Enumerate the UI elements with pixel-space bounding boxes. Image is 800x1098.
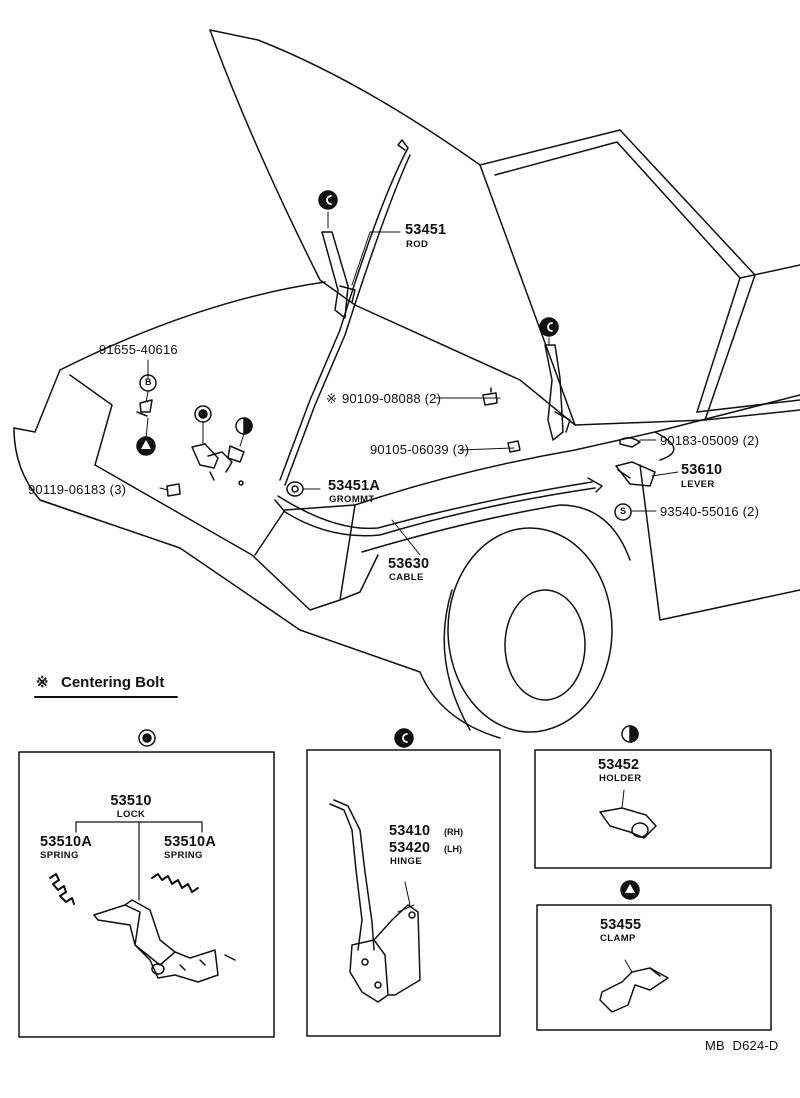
double-circle-icon bbox=[194, 405, 212, 423]
bolt-90119-part-number: 90119-06183 (3) bbox=[28, 482, 127, 497]
lock-drawing bbox=[75, 821, 236, 983]
holder-drawing bbox=[599, 789, 657, 839]
holder-part-name: HOLDER bbox=[599, 773, 642, 784]
c-circle-icon bbox=[539, 317, 559, 337]
bolt-91655-part-number: 91655-40616 bbox=[99, 342, 178, 357]
grommet bbox=[286, 481, 304, 497]
spring-right-part-name: SPRING bbox=[164, 850, 203, 861]
double-circle-icon bbox=[138, 729, 156, 747]
bolt-90183-part-number: 90183-05009 (2) bbox=[660, 433, 760, 448]
spring-left bbox=[49, 873, 75, 905]
s-circle-letter: S bbox=[620, 506, 627, 516]
cable-part-number: 53630 bbox=[388, 556, 430, 572]
lock-part-number: 53510 bbox=[110, 793, 152, 809]
spring-right bbox=[151, 873, 199, 893]
hood-lock-on-car bbox=[191, 443, 245, 481]
hinge-lh-part-number: 53420 bbox=[389, 840, 431, 856]
b-circle-letter: B bbox=[145, 377, 152, 387]
triangle-circle-icon bbox=[136, 436, 156, 456]
hinge-rh-suffix: (RH) bbox=[444, 827, 463, 837]
spring-left-part-name: SPRING bbox=[40, 850, 79, 861]
grommet-part-name: GROMMT bbox=[329, 494, 375, 505]
hood-lever bbox=[615, 461, 656, 487]
s-circle-icon bbox=[614, 503, 632, 521]
holder-part-number: 53452 bbox=[598, 757, 640, 773]
hinge-rh-part-number: 53410 bbox=[389, 823, 431, 839]
bolt-90183 bbox=[619, 437, 641, 448]
grommet-part-number: 53451A bbox=[328, 478, 380, 494]
lever-part-name: LEVER bbox=[681, 479, 715, 490]
c-circle-icon bbox=[394, 728, 414, 748]
holder-panel-frame bbox=[534, 749, 772, 869]
clip-93540-part-number: 93540-55016 (2) bbox=[660, 504, 760, 519]
holder-on-car bbox=[238, 480, 244, 486]
half-filled-circle-icon bbox=[235, 417, 253, 435]
hood-hinge-left bbox=[321, 231, 356, 319]
hinge-part-name: HINGE bbox=[390, 856, 423, 867]
hood-rod-and-cable bbox=[274, 139, 603, 537]
diagram-code: MB D624-D bbox=[705, 1038, 779, 1053]
centering-symbol-marker: ※ bbox=[326, 391, 338, 406]
leader-lines bbox=[145, 211, 679, 556]
hinge-lh-suffix: (LH) bbox=[444, 844, 462, 854]
legend-symbol: ※ bbox=[36, 674, 49, 691]
bolt-91655 bbox=[136, 399, 153, 417]
hinge-panel-frame bbox=[306, 749, 501, 1037]
triangle-circle-icon bbox=[620, 880, 640, 900]
lock-panel-frame bbox=[18, 751, 275, 1038]
clamp-part-name: CLAMP bbox=[600, 933, 636, 944]
spring-right-part-number: 53510A bbox=[164, 834, 216, 850]
b-circle-icon bbox=[139, 374, 157, 392]
bolt-90105-part-number: 90105-06039 (3) bbox=[370, 442, 470, 457]
bolt-90109-part-number: 90109-08088 (2) bbox=[342, 391, 442, 406]
c-circle-icon bbox=[318, 190, 338, 210]
clamp-drawing bbox=[599, 959, 669, 1013]
bolt-90119 bbox=[166, 483, 181, 497]
clamp-panel-frame bbox=[536, 904, 772, 1031]
half-filled-circle-icon bbox=[621, 725, 639, 743]
bolt-90105 bbox=[507, 440, 521, 453]
legend-text: Centering Bolt bbox=[61, 674, 165, 691]
rod-part-name: ROD bbox=[406, 239, 429, 250]
rod-part-number: 53451 bbox=[405, 222, 447, 238]
hinge-drawing bbox=[329, 799, 421, 1003]
bolt-90109 bbox=[482, 387, 498, 406]
spring-left-part-number: 53510A bbox=[40, 834, 92, 850]
hood-hinge-right bbox=[544, 344, 571, 441]
clamp-part-number: 53455 bbox=[600, 917, 642, 933]
cable-part-name: CABLE bbox=[389, 572, 424, 583]
lever-part-number: 53610 bbox=[681, 462, 723, 478]
car-body bbox=[13, 29, 800, 739]
lock-part-name: LOCK bbox=[116, 809, 146, 820]
